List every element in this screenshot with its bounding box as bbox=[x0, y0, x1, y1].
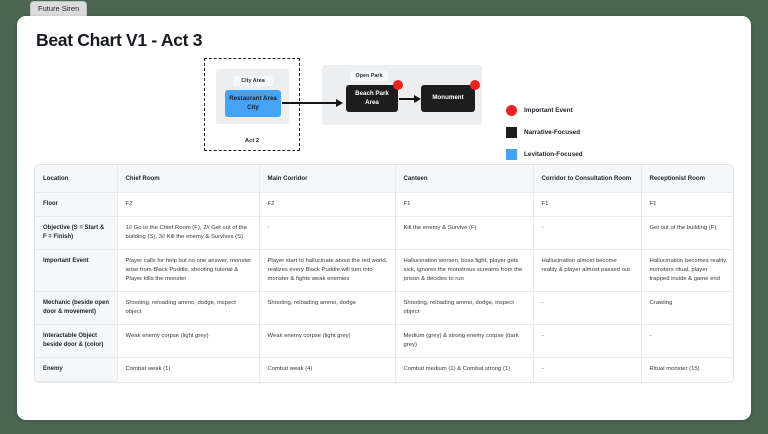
legend-swatch-square-blue-icon bbox=[506, 148, 517, 160]
cell-objective-corridor-to-consultation-room: - bbox=[533, 216, 642, 250]
legend-label-important-event: Important Event bbox=[524, 106, 573, 114]
cell-interactable-object-canteen: Medium (grey) & strong enemy corpse (dar… bbox=[395, 324, 534, 358]
legend-item-important-event: Important Event bbox=[506, 102, 583, 118]
page-title: Beat Chart V1 - Act 3 bbox=[36, 30, 203, 50]
cell-interactable-object-chief-room: Weak enemy corpse (light grey) bbox=[117, 324, 260, 358]
important-event-dot-icon-beach-park-area bbox=[393, 80, 403, 90]
row-header-mechanic: Mechanic (beside open door & movement) bbox=[35, 291, 118, 325]
table-row: Objective (S = Start & F = Finish) 1// G… bbox=[35, 216, 733, 250]
legend-item-narrative-focused: Narrative-Focused bbox=[506, 124, 583, 140]
cell-interactable-object-corridor-to-consultation-room: - bbox=[533, 324, 642, 358]
column-header-canteen: Canteen bbox=[395, 165, 534, 193]
beat-chart-table-wrap: Location Chief Room Main Corridor Cantee… bbox=[34, 164, 734, 383]
act2-group-label: Act 2 bbox=[244, 138, 260, 144]
cell-mechanic-receptionist-room: Crawling bbox=[641, 291, 733, 325]
browser-tab-strip: Future Siren bbox=[0, 0, 768, 17]
node-monument[interactable]: Monument bbox=[421, 85, 475, 112]
cell-enemy-chief-room: Combat weak (1) bbox=[117, 357, 260, 382]
act2-dashed-group bbox=[204, 58, 300, 151]
cell-interactable-object-receptionist-room: - bbox=[641, 324, 733, 358]
table-row: Mechanic (beside open door & movement) S… bbox=[35, 291, 733, 325]
legend-item-levitation-focused: Levitation-Focused bbox=[506, 146, 583, 162]
cell-floor-main-corridor: F2 bbox=[259, 192, 396, 217]
legend-label-narrative-focused: Narrative-Focused bbox=[524, 128, 581, 136]
cell-floor-receptionist-room: F1 bbox=[641, 192, 733, 217]
column-header-chief-room: Chief Room bbox=[117, 165, 260, 193]
cell-mechanic-chief-room: Shooting, reloading ammo, dodge, inspect… bbox=[117, 291, 260, 325]
cell-floor-canteen: F1 bbox=[395, 192, 534, 217]
row-header-interactable-object: Interactable Object beside door & (color… bbox=[35, 324, 118, 358]
table-header-row: Location Chief Room Main Corridor Cantee… bbox=[35, 165, 733, 193]
diagram-legend: Important Event Narrative-Focused Levita… bbox=[506, 102, 583, 168]
flow-diagram: Act 2 City Area Open Park Restaurant Are… bbox=[17, 42, 751, 160]
table-row: Important Event Player calls for help bu… bbox=[35, 249, 733, 292]
cell-enemy-main-corridor: Combat weak (4) bbox=[259, 357, 396, 382]
cell-important-event-chief-room: Player calls for help but no one answer,… bbox=[117, 249, 260, 292]
cell-enemy-corridor-to-consultation-room: - bbox=[533, 357, 642, 382]
column-header-corridor-to-consultation-room: Corridor to Consultation Room bbox=[533, 165, 642, 193]
cell-important-event-corridor-to-consultation-room: Hallucination almost become reality & pl… bbox=[533, 249, 642, 292]
cell-important-event-canteen: Hallucination worsen, boss fight, player… bbox=[395, 249, 534, 292]
column-header-receptionist-room: Receptionist Room bbox=[641, 165, 733, 193]
node-restaurant-area-city[interactable]: Restaurant Area City bbox=[225, 90, 281, 117]
arrow-icon-beach-to-monument bbox=[399, 94, 422, 104]
row-header-important-event: Important Event bbox=[35, 249, 118, 292]
cell-mechanic-canteen: Shooting, reloading ammo, dodge, inspect… bbox=[395, 291, 534, 325]
node-beach-park-area[interactable]: Beach Park Area bbox=[346, 85, 398, 112]
cell-mechanic-corridor-to-consultation-room: - bbox=[533, 291, 642, 325]
cell-important-event-main-corridor: Player start to hallucinate about the re… bbox=[259, 249, 396, 292]
table-row: Interactable Object beside door & (color… bbox=[35, 324, 733, 358]
cell-objective-receptionist-room: Get out of the building (F) bbox=[641, 216, 733, 250]
beat-chart-table: Location Chief Room Main Corridor Cantee… bbox=[35, 165, 733, 382]
legend-label-levitation-focused: Levitation-Focused bbox=[524, 150, 583, 158]
cell-objective-main-corridor: - bbox=[259, 216, 396, 250]
cell-mechanic-main-corridor: Shooting, reloading ammo, dodge bbox=[259, 291, 396, 325]
cell-important-event-receptionist-room: Hallucination becomes reality, monsters … bbox=[641, 249, 733, 292]
document-card: Beat Chart V1 - Act 3 Act 2 City Area Op… bbox=[17, 16, 751, 420]
table-row: Floor F2 F2 F1 F1 F1 bbox=[35, 192, 733, 217]
row-header-floor: Floor bbox=[35, 192, 118, 217]
column-header-main-corridor: Main Corridor bbox=[259, 165, 396, 193]
cell-floor-chief-room: F2 bbox=[117, 192, 260, 217]
cell-interactable-object-main-corridor: Weak enemy corpse (light grey) bbox=[259, 324, 396, 358]
cell-enemy-canteen: Combat medium (1) & Combat strong (1) bbox=[395, 357, 534, 382]
column-header-location: Location bbox=[35, 165, 118, 193]
cell-objective-canteen: Kill the enemy & Survive (F) bbox=[395, 216, 534, 250]
arrow-icon-restaurant-to-beach bbox=[282, 98, 344, 108]
legend-swatch-circle-icon bbox=[506, 104, 517, 116]
row-header-objective: Objective (S = Start & F = Finish) bbox=[35, 216, 118, 250]
table-row: Enemy Combat weak (1) Combat weak (4) Co… bbox=[35, 357, 733, 382]
cell-enemy-receptionist-room: Ritual monster (15) bbox=[649, 366, 700, 372]
legend-swatch-square-dark-icon bbox=[506, 126, 517, 138]
cell-objective-chief-room: 1// Go to the Chief Room (F), 2// Get ou… bbox=[117, 216, 260, 250]
row-header-enemy: Enemy bbox=[35, 357, 118, 382]
important-event-dot-icon-monument bbox=[470, 80, 480, 90]
browser-tab[interactable]: Future Siren bbox=[30, 1, 88, 17]
zone-label-city-area: City Area bbox=[233, 76, 273, 86]
zone-label-open-park: Open Park bbox=[350, 71, 388, 81]
cell-floor-corridor-to-consultation-room: F1 bbox=[533, 192, 642, 217]
